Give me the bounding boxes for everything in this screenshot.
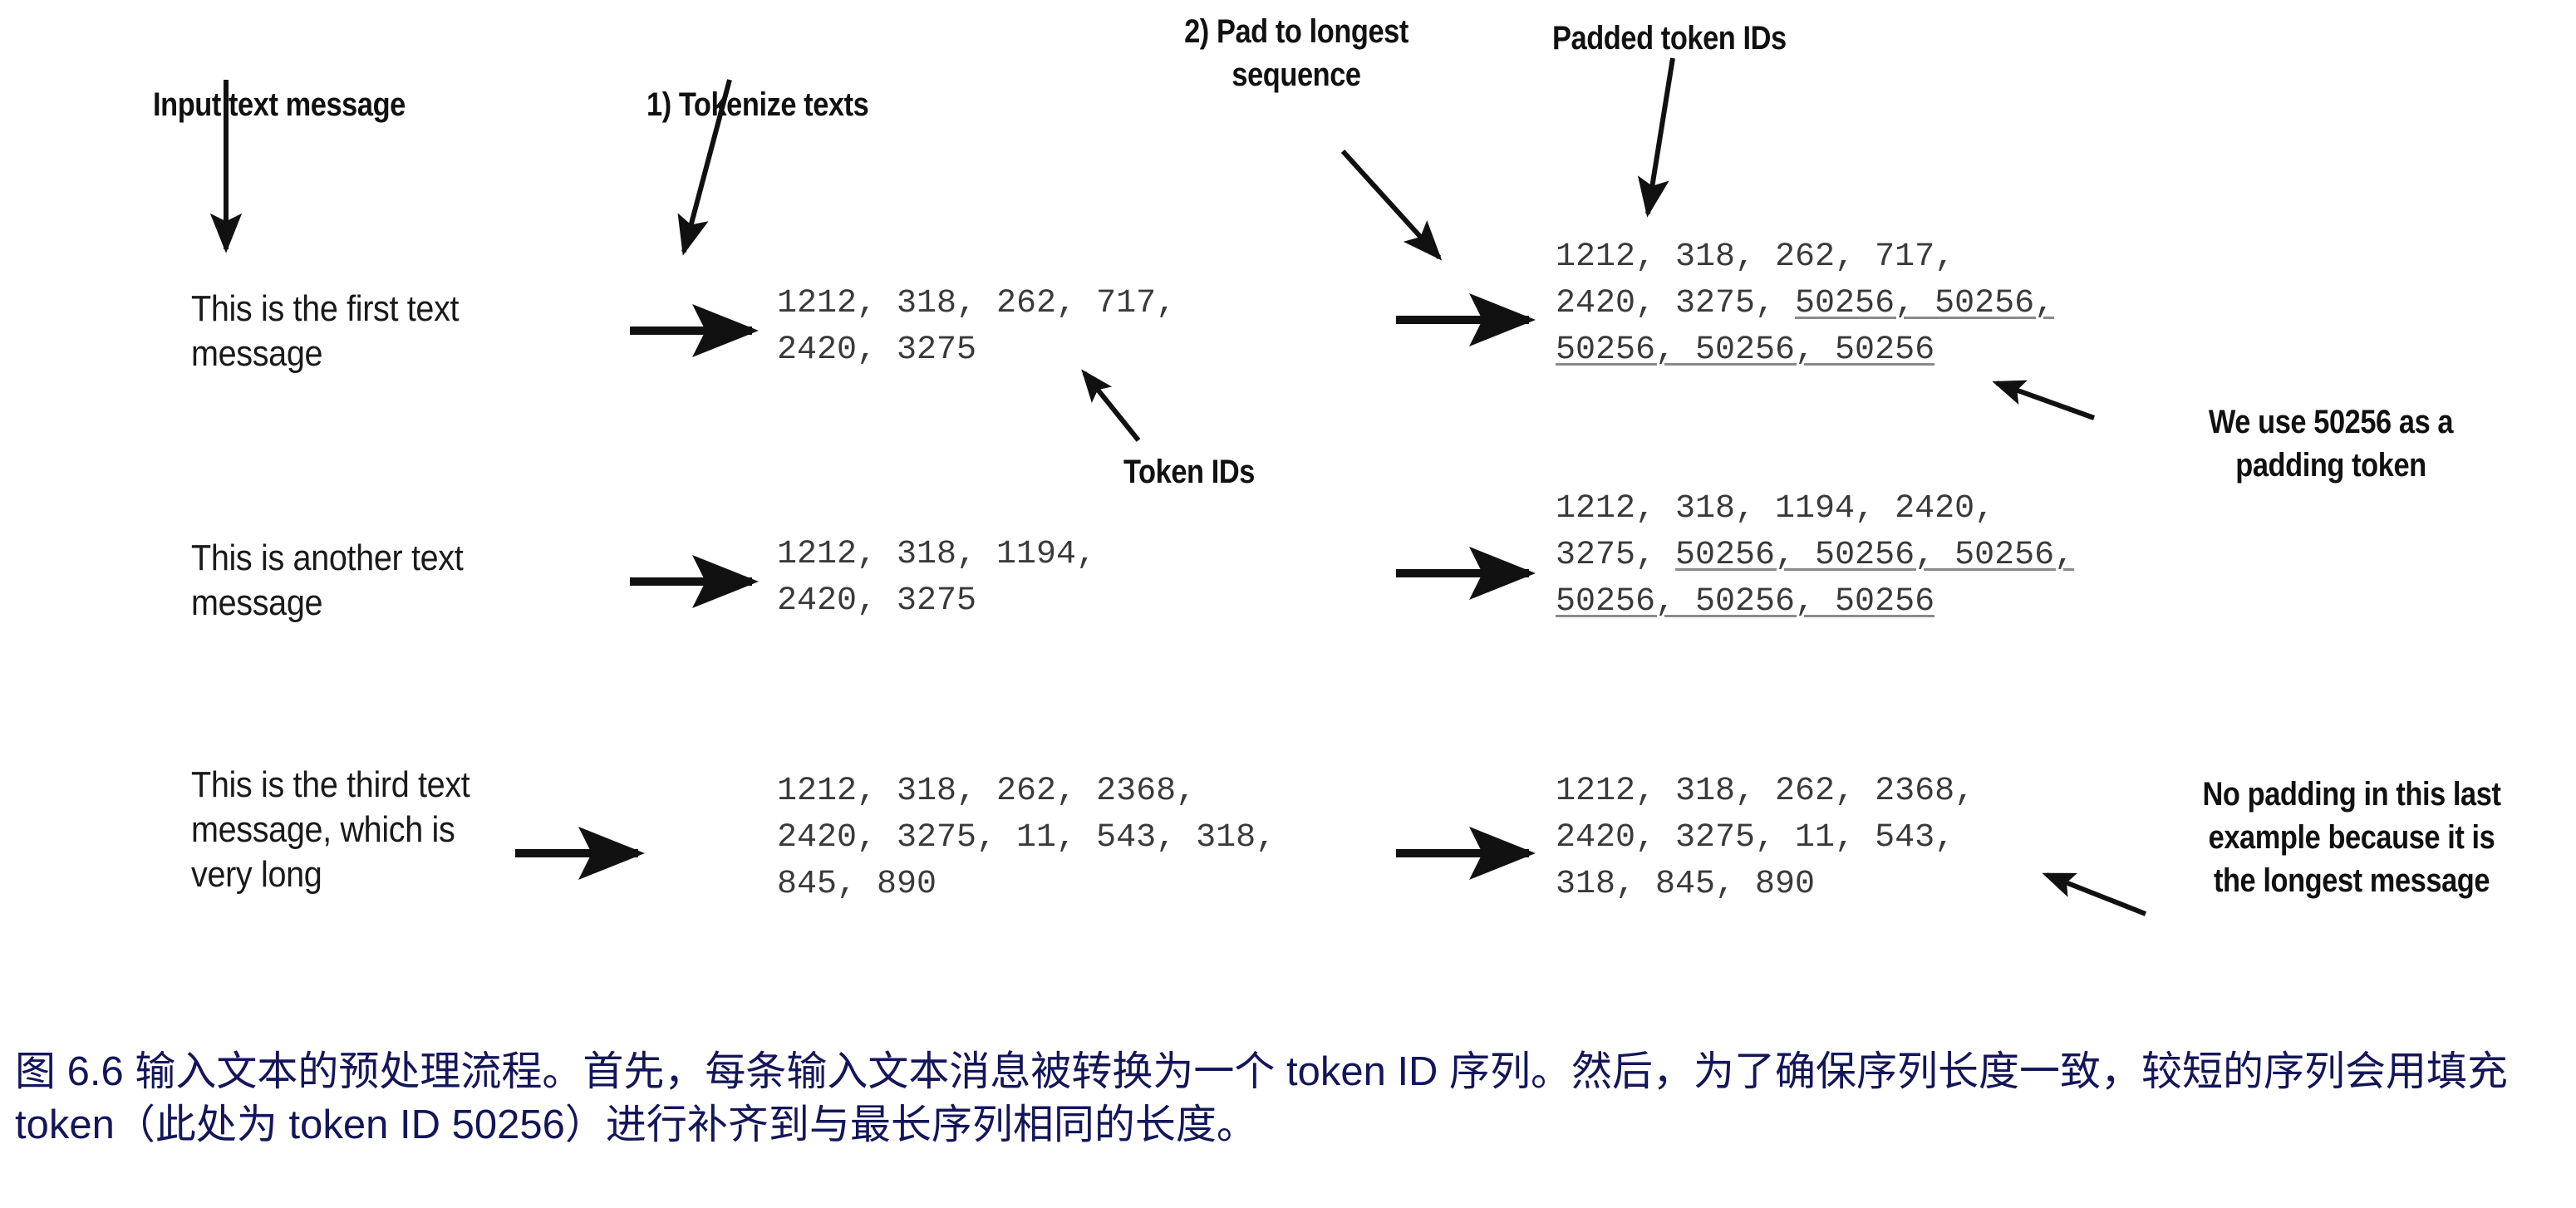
message-text-row-1: This is the first text message [191,288,460,374]
label-token-ids: Token IDs [1123,454,1255,490]
padded-token-ids-row-2: 1212, 318, 1194, 2420, 3275, 50256, 5025… [1556,486,2212,626]
padded-prefix-row-1: 1212, 318, 262, 717, 2420, 3275, [1556,238,1955,322]
label-tokenize-texts: 1) Tokenize texts [646,86,869,123]
label-pad-to-longest-sequence: 2) Pad to longest sequence [1184,13,1408,93]
figure-caption: 图 6.6 输入文本的预处理流程。首先，每条输入文本消息被转换为一个 token… [15,1049,2509,1147]
padding-tokens-row-1: 50256, 50256, 50256, 50256, 50256 [1556,285,2055,369]
padded-token-ids-row-1: 1212, 318, 262, 717, 2420, 3275, 50256, … [1556,234,2187,374]
label-padding-token-note: We use 50256 as a padding token [2208,404,2454,484]
label-no-padding-note: No padding in this last example because … [2202,776,2501,899]
padded-prefix-row-2: 1212, 318, 1194, 2420, 3275, [1556,490,1995,574]
padded-token-ids-row-3: 1212, 318, 262, 2368, 2420, 3275, 11, 54… [1556,769,2187,908]
padding-tokens-row-2: 50256, 50256, 50256, 50256, 50256, 50256 [1556,537,2075,621]
token-ids-row-3: 1212, 318, 262, 2368, 2420, 3275, 11, 54… [777,773,1276,903]
arrow-pad-to-padded [1340,149,1443,261]
arrow-padded-label-to-column [1637,57,1675,218]
label-input-text-message: Input text message [153,86,406,123]
token-ids-row-1: 1212, 318, 262, 717, 2420, 3275 [777,285,1177,369]
arrow-tokenids-label [1081,369,1141,442]
token-ids-row-2: 1212, 318, 1194, 2420, 3275 [777,536,1097,620]
arrow-padding-note [1992,380,2096,420]
message-text-row-3: This is the third text message, which is… [191,764,470,895]
padded-prefix-row-3: 1212, 318, 262, 2368, 2420, 3275, 11, 54… [1556,773,1975,903]
label-padded-token-ids: Padded token IDs [1552,20,1787,56]
message-text-row-2: This is another text message [191,538,464,623]
